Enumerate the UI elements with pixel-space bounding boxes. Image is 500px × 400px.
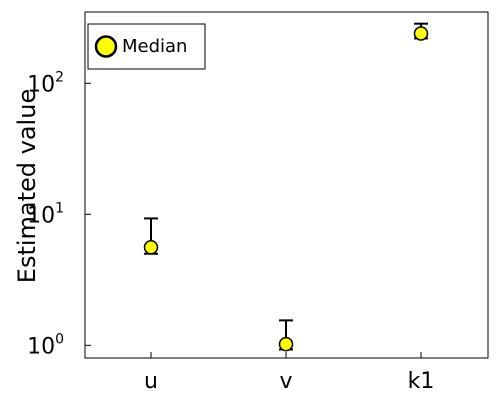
y-tick-label-base: 10 [27, 334, 55, 359]
median-point [278, 336, 294, 352]
legend: Median [87, 23, 206, 70]
median-point [413, 26, 429, 41]
y-axis-label: Estimated value [13, 89, 41, 283]
y-tick-label-exponent: 2 [55, 69, 64, 85]
y-tick-label-base: 10 [27, 203, 55, 228]
y-tick-label-exponent: 1 [55, 200, 64, 216]
x-tick-label: v [279, 369, 292, 394]
x-axis-ticks: u v k1 [144, 352, 434, 394]
legend-marker [94, 35, 118, 58]
y-tick-label-exponent: 0 [55, 331, 64, 347]
y-tick-label-base: 10 [27, 72, 55, 97]
x-tick-label: k1 [408, 369, 435, 394]
y-tick-label: 100 [27, 331, 64, 359]
y-tick-label: 101 [27, 200, 64, 228]
median-point [143, 240, 159, 255]
legend-label: Median [122, 36, 187, 57]
data-marks [143, 22, 429, 352]
y-tick-label: 102 [27, 69, 64, 97]
x-tick-label: u [144, 369, 158, 394]
